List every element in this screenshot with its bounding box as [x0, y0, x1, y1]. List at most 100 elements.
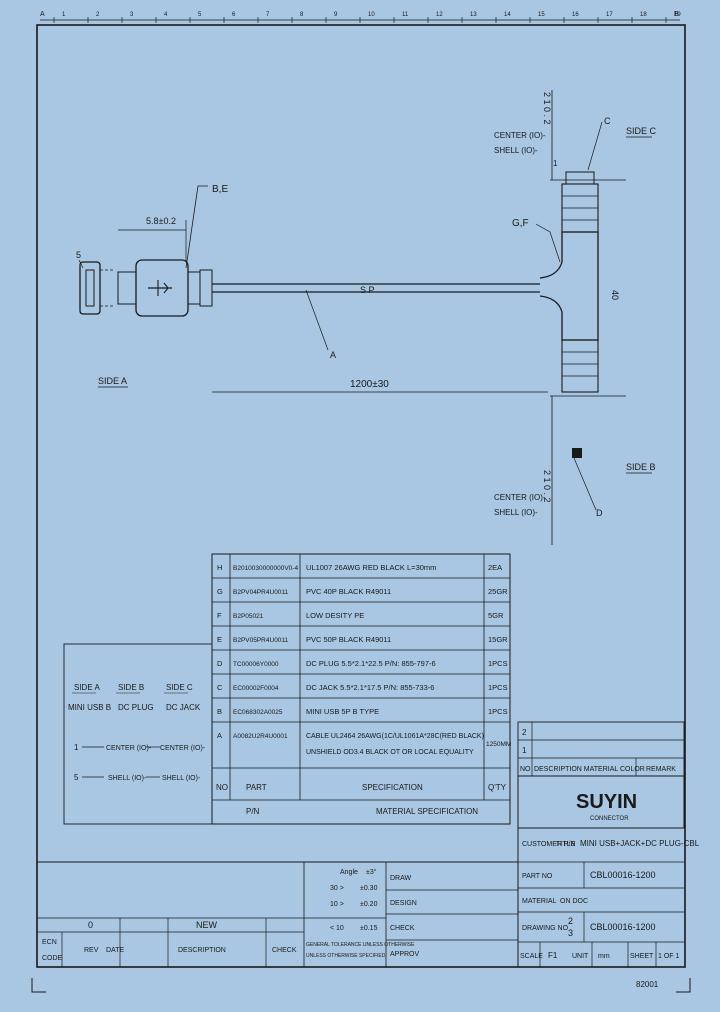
tol-1-value: ±0.30 — [360, 885, 378, 892]
notes-row1: 1 — [522, 746, 527, 755]
bom-row-spec: PVC 50P BLACK R49011 — [306, 635, 391, 644]
ruler-number: 19 — [674, 12, 681, 18]
bom-row-part: B2010030000000V0-4 — [233, 565, 298, 572]
tol-angle-value: ±3° — [366, 868, 377, 876]
notes-header-remark: REMARK — [646, 766, 676, 773]
partno-label: PART NO — [522, 873, 553, 880]
tol-3-value: ±0.15 — [360, 925, 378, 932]
bom-row-spec: UL1007 26AWG RED BLACK L=30mm — [306, 563, 436, 572]
dc-branch-assembly — [539, 171, 626, 545]
ruler-number: 15 — [538, 12, 545, 18]
bom-row-no: E — [217, 635, 222, 644]
bom-row-spec: CABLE UL2464 26AWG(1C/UL1061A*28C(RED BL… — [306, 733, 484, 740]
notes-header-desc: DESCRIPTION MATERIAL COLOR — [534, 766, 645, 773]
center-bottom-1: CENTER (IO)- — [494, 493, 546, 502]
ruler-left-letter: A — [40, 11, 45, 18]
draw-label: DRAW — [390, 875, 412, 882]
pinout-r1-c: CENTER (IO)- — [160, 745, 206, 752]
rev-header-check: CHECK — [272, 947, 297, 954]
design-label: DESIGN — [390, 900, 417, 907]
ruler-number: 16 — [572, 12, 579, 18]
callout-be: B,E — [212, 184, 228, 195]
bom-header-no: NO — [216, 783, 228, 792]
size-label: SCALE — [520, 953, 543, 960]
ruler-number: 8 — [300, 12, 304, 18]
tol-3: < 10 — [330, 925, 344, 932]
ruler-number: 11 — [402, 12, 409, 18]
bom-row-qty: 2EA — [488, 563, 502, 572]
sheet-value: 1 OF 1 — [658, 953, 680, 960]
tol-1: 30 > — [330, 885, 344, 892]
pinout-r1-b: CENTER (IO)- — [106, 745, 152, 752]
notes-row2: 2 — [522, 728, 527, 737]
rev-header-ecn: ECN — [42, 939, 57, 946]
corner-mark — [31, 978, 46, 993]
pinout-r1-pin: 1 — [74, 743, 79, 752]
bom-row-spec-2: UNSHIELD OD3.4 BLACK OT OR LOCAL EQUALIT… — [306, 749, 474, 756]
bom-row-part: B2P05021 — [233, 613, 264, 620]
company-logo-sub: CONNECTOR — [590, 816, 629, 822]
bom-row-no: G — [217, 587, 223, 596]
ruler-number: 18 — [640, 12, 647, 18]
unit-label: UNIT — [572, 953, 589, 960]
tol-2: 10 > — [330, 901, 344, 908]
rev-desc: NEW — [196, 920, 218, 930]
footnote: 82001 — [636, 980, 659, 989]
ruler-number: 4 — [164, 12, 168, 18]
partno-value: CBL00016-1200 — [590, 870, 656, 880]
bom-row-qty: 25GR — [488, 587, 508, 596]
dim-1200: 1200±30 — [350, 379, 389, 390]
bom-row-spec: MINI USB 5P B TYPE — [306, 707, 379, 716]
title-value: MINI USB+JACK+DC PLUG-CBL — [580, 839, 700, 848]
rev-header-dim2: UNLESS OTHERWISE SPECIFIED — [306, 953, 386, 959]
rev-header-desc: DESCRIPTION — [178, 947, 226, 954]
ruler-number: 10 — [368, 12, 375, 18]
pinout-r2-pin: 5 — [74, 773, 79, 782]
pinout-h2-l1: SIDE B — [118, 683, 144, 692]
bom-row-qty: 1PCS — [488, 683, 508, 692]
ruler-number: 1 — [62, 12, 66, 18]
callout-gf: G,F — [512, 218, 529, 229]
bom-row-qty: 5GR — [488, 611, 504, 620]
bom-row-part: B2PV05PR4U0011 — [233, 637, 289, 644]
bom-row-no: C — [217, 683, 223, 692]
bom-row-part: EC00002F0004 — [233, 685, 279, 692]
material-label: MATERIAL — [522, 898, 557, 905]
bom-row-spec: DC JACK 5.5*2.1*17.5 P/N: 855-733-6 — [306, 683, 434, 692]
approve-label: APPROV — [390, 951, 420, 958]
company-logo: SUYIN — [576, 791, 637, 813]
rev-header-code: CODE — [42, 955, 63, 962]
bom-row-part: TC00006Y0000 — [233, 661, 279, 668]
ruler-number: 17 — [606, 12, 613, 18]
size-value: F1 — [548, 951, 558, 960]
bom-rows: H B2010030000000V0-4 UL1007 26AWG RED BLAC… — [212, 563, 511, 769]
callout-5: 5 — [76, 250, 81, 260]
material-value: ON DOC — [560, 898, 588, 905]
ruler-number: 13 — [470, 12, 477, 18]
bom-footer-part: P/N — [246, 807, 260, 816]
ruler-number: 3 — [130, 12, 134, 18]
side-c-label: SIDE C — [626, 126, 657, 136]
callout-1: 1 — [553, 159, 558, 168]
ruler-number: 12 — [436, 12, 443, 18]
scale-den: 3 — [568, 928, 573, 938]
drawing-no-value: CBL00016-1200 — [590, 922, 656, 932]
bom-header-spec: SPECIFICATION — [362, 783, 423, 792]
pinout-h1-l2: MINI USB B — [68, 703, 111, 712]
callout-a: A — [330, 350, 336, 360]
dim-bottom-vertical: 2 1 0 . 2 — [542, 470, 552, 503]
bom-row-no: B — [217, 707, 222, 716]
rev-header-date: DATE — [106, 947, 124, 954]
ruler-number: 5 — [198, 12, 202, 18]
rev-header-dim: GENERAL TOLERANCE UNLESS OTHERWISE — [306, 942, 415, 948]
bom-footer-spec: MATERIAL SPECIFICATION — [376, 807, 478, 816]
title-label: TITLE — [556, 841, 575, 848]
bom-row-no: H — [217, 563, 222, 572]
pinout-h3-l1: SIDE C — [166, 683, 193, 692]
tol-2-value: ±0.20 — [360, 901, 378, 908]
scale-num: 2 — [568, 916, 573, 926]
customer-label: CUSTOMER P/N — [522, 841, 576, 848]
title-block — [37, 775, 685, 967]
